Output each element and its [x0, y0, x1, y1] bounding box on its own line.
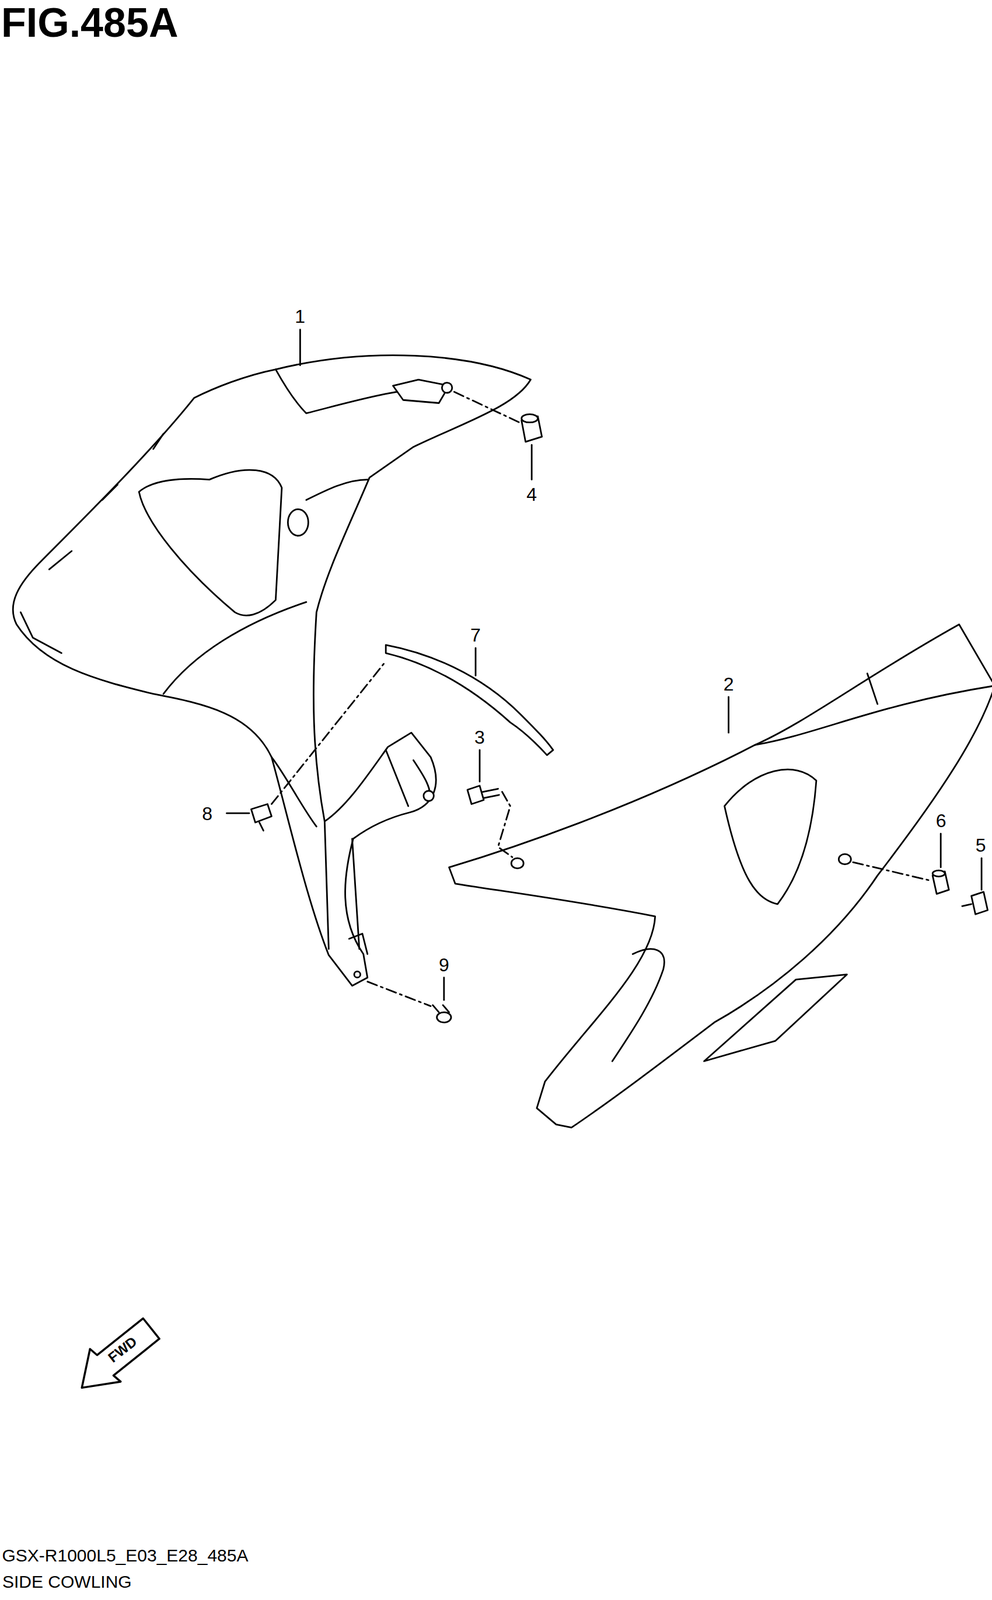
trim-strip	[385, 644, 554, 756]
callout-number: 6	[935, 811, 947, 830]
callout-number: 3	[474, 727, 485, 747]
figure-code: GSX-R1000L5_E03_E28_485A	[1, 1546, 248, 1564]
bolt	[467, 785, 499, 804]
callout-number: 8	[201, 804, 213, 823]
callout-number: 7	[470, 625, 481, 645]
forward-arrow	[81, 1318, 160, 1388]
screw	[962, 891, 988, 914]
callout-number: 2	[723, 674, 735, 694]
callout-number: 4	[526, 484, 537, 504]
lower-cowl	[449, 624, 992, 1128]
figure-caption: SIDE COWLING	[2, 1572, 132, 1591]
callout-number: 5	[975, 835, 987, 855]
screw	[432, 1004, 452, 1023]
grommet	[521, 414, 543, 442]
clip	[250, 803, 272, 830]
callout-number: 9	[438, 955, 450, 974]
grommet	[932, 870, 949, 894]
callout-number: 1	[294, 306, 306, 326]
figure-title: FIG.485A	[1, 2, 178, 44]
